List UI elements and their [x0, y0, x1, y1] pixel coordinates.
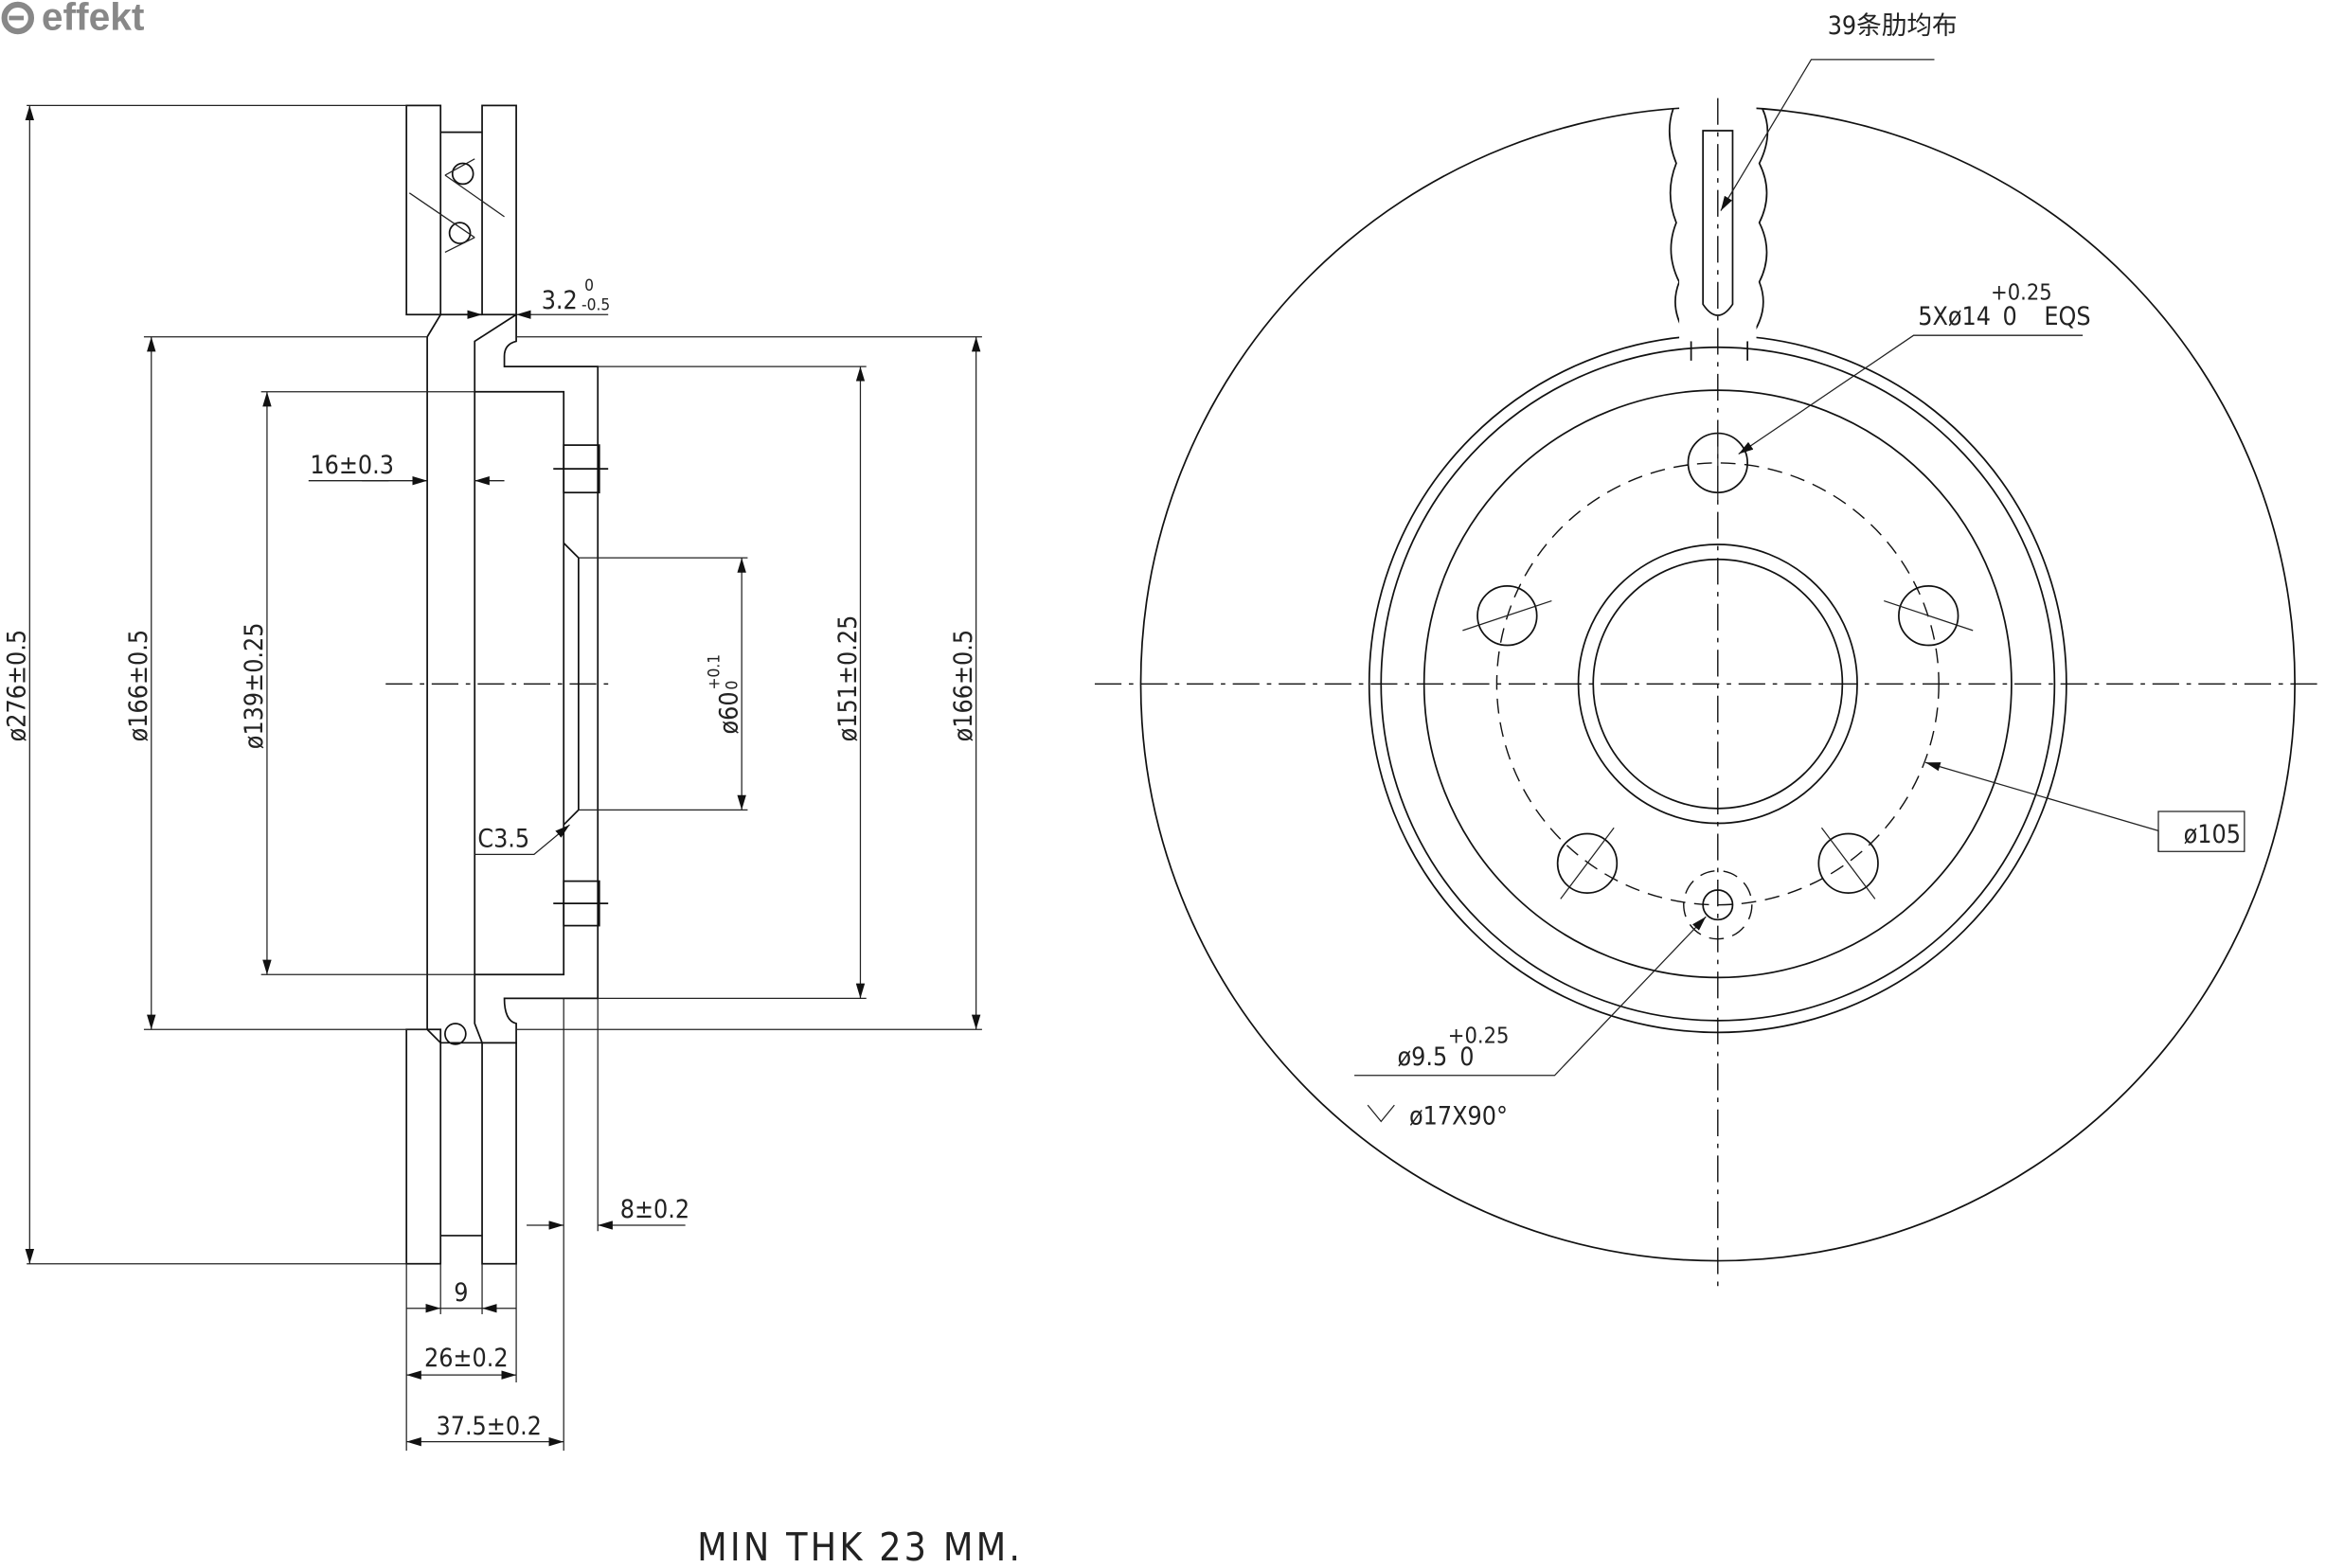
dim-chamfer: C3.5 — [477, 825, 529, 854]
effekt-logo: effekt — [1, 0, 145, 39]
dim-hat-face: 8±0.2 — [620, 1195, 689, 1224]
dim-outer-diameter: ø276±0.5 — [3, 630, 32, 741]
locating-hole-tol-lower: 0 — [1459, 1042, 1474, 1072]
dim-thickness: 26±0.2 — [424, 1344, 509, 1373]
countersink-label: ø17X90° — [1409, 1101, 1508, 1131]
bolt-holes-tol-upper: +0.25 — [1991, 279, 2052, 306]
dim-vent-gap: 9 — [454, 1278, 468, 1308]
dim-center-bore: ø60 — [714, 691, 743, 734]
front-view: 39条肋均布 5Xø14 +0.25 0 EQS ø105 ø9.5 +0.25… — [1094, 11, 2322, 1291]
min-thickness-note: MIN THK 23 MM. — [697, 1524, 1023, 1568]
locating-hole-label: ø9.5 — [1397, 1042, 1447, 1072]
rib-note: 39条肋均布 — [1828, 11, 1958, 41]
dim-hat-wall-tol-upper: 0 — [584, 276, 594, 295]
dim-hat-wall-tol-lower: -0.5 — [582, 296, 610, 315]
dim-offset: 16±0.3 — [310, 451, 394, 480]
dim-hat-wall: 3.2 — [542, 286, 578, 315]
side-section-view: ø276±0.5 ø166±0.5 ø139±0.25 ø60 +0.1 0 ø… — [3, 104, 982, 1452]
dim-total-height: 37.5±0.2 — [437, 1412, 542, 1441]
dim-hat-diameter-left: ø166±0.5 — [124, 630, 153, 741]
pcd-label: ø105 — [2184, 820, 2241, 849]
locating-hole-tol-upper: +0.25 — [1448, 1022, 1510, 1048]
dim-hat-inner-diameter: ø151±0.25 — [833, 615, 863, 742]
bolt-holes-label: 5Xø14 — [1918, 302, 1991, 331]
bolt-holes-tol-lower: 0 — [2003, 302, 2017, 331]
dim-hat-diameter-right: ø166±0.5 — [949, 630, 978, 741]
dim-center-bore-tol-upper: +0.1 — [706, 654, 725, 690]
countersink-icon — [1367, 1104, 1395, 1123]
svg-text:effekt: effekt — [42, 0, 145, 39]
dim-inner-diameter: ø139±0.25 — [240, 623, 269, 750]
dim-center-bore-tol-lower: 0 — [723, 681, 742, 690]
bolt-holes — [1462, 421, 1974, 900]
bolt-holes-suffix: EQS — [2044, 302, 2090, 331]
